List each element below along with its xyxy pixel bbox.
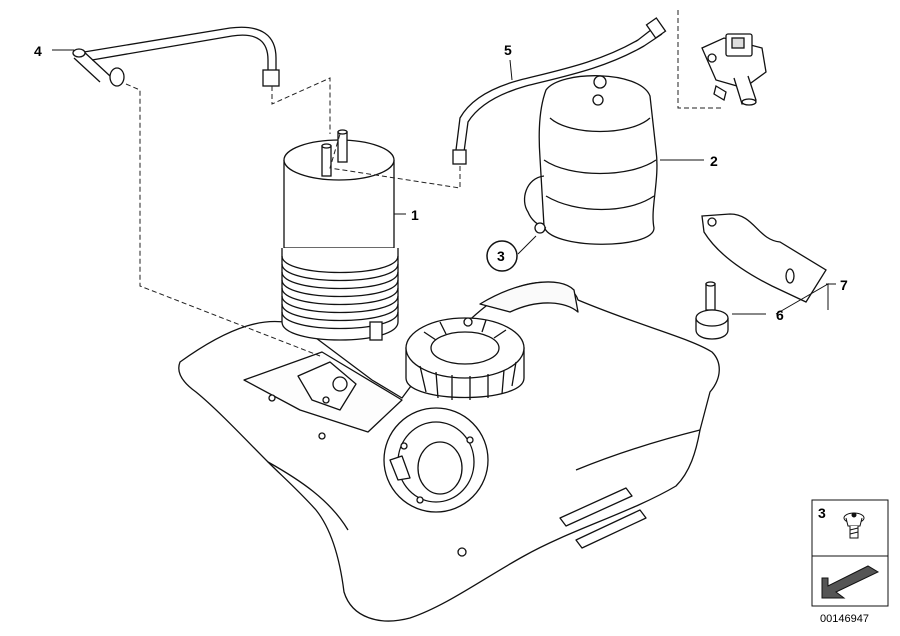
callout-1: 1 <box>411 207 419 223</box>
canister-housing[interactable] <box>523 75 658 245</box>
leader-lines <box>52 49 836 315</box>
pump-flange-ring[interactable] <box>405 317 525 400</box>
legend-box: 3 00146947 <box>811 499 889 625</box>
callout-2: 2 <box>710 153 718 169</box>
direction-arrow-icon <box>821 565 880 599</box>
pressure-sensor[interactable] <box>701 33 767 106</box>
screw-icon <box>843 512 865 539</box>
callout-6: 6 <box>776 307 784 323</box>
vent-hose-5[interactable] <box>452 17 667 165</box>
diagram-code: 00146947 <box>820 613 869 625</box>
assembly-lines <box>125 10 724 357</box>
callout-3-circle: 3 <box>486 240 518 272</box>
callout-4: 4 <box>34 43 42 59</box>
carbon-canister[interactable] <box>281 129 399 341</box>
callout-3: 3 <box>497 248 505 264</box>
rubber-mount[interactable] <box>695 281 729 340</box>
fuel-tank[interactable] <box>178 281 720 622</box>
callout-5: 5 <box>504 42 512 58</box>
mounting-bracket[interactable] <box>701 213 827 303</box>
legend-item-number: 3 <box>818 505 826 521</box>
callout-7: 7 <box>840 277 848 293</box>
vent-hose-4[interactable] <box>72 26 280 87</box>
